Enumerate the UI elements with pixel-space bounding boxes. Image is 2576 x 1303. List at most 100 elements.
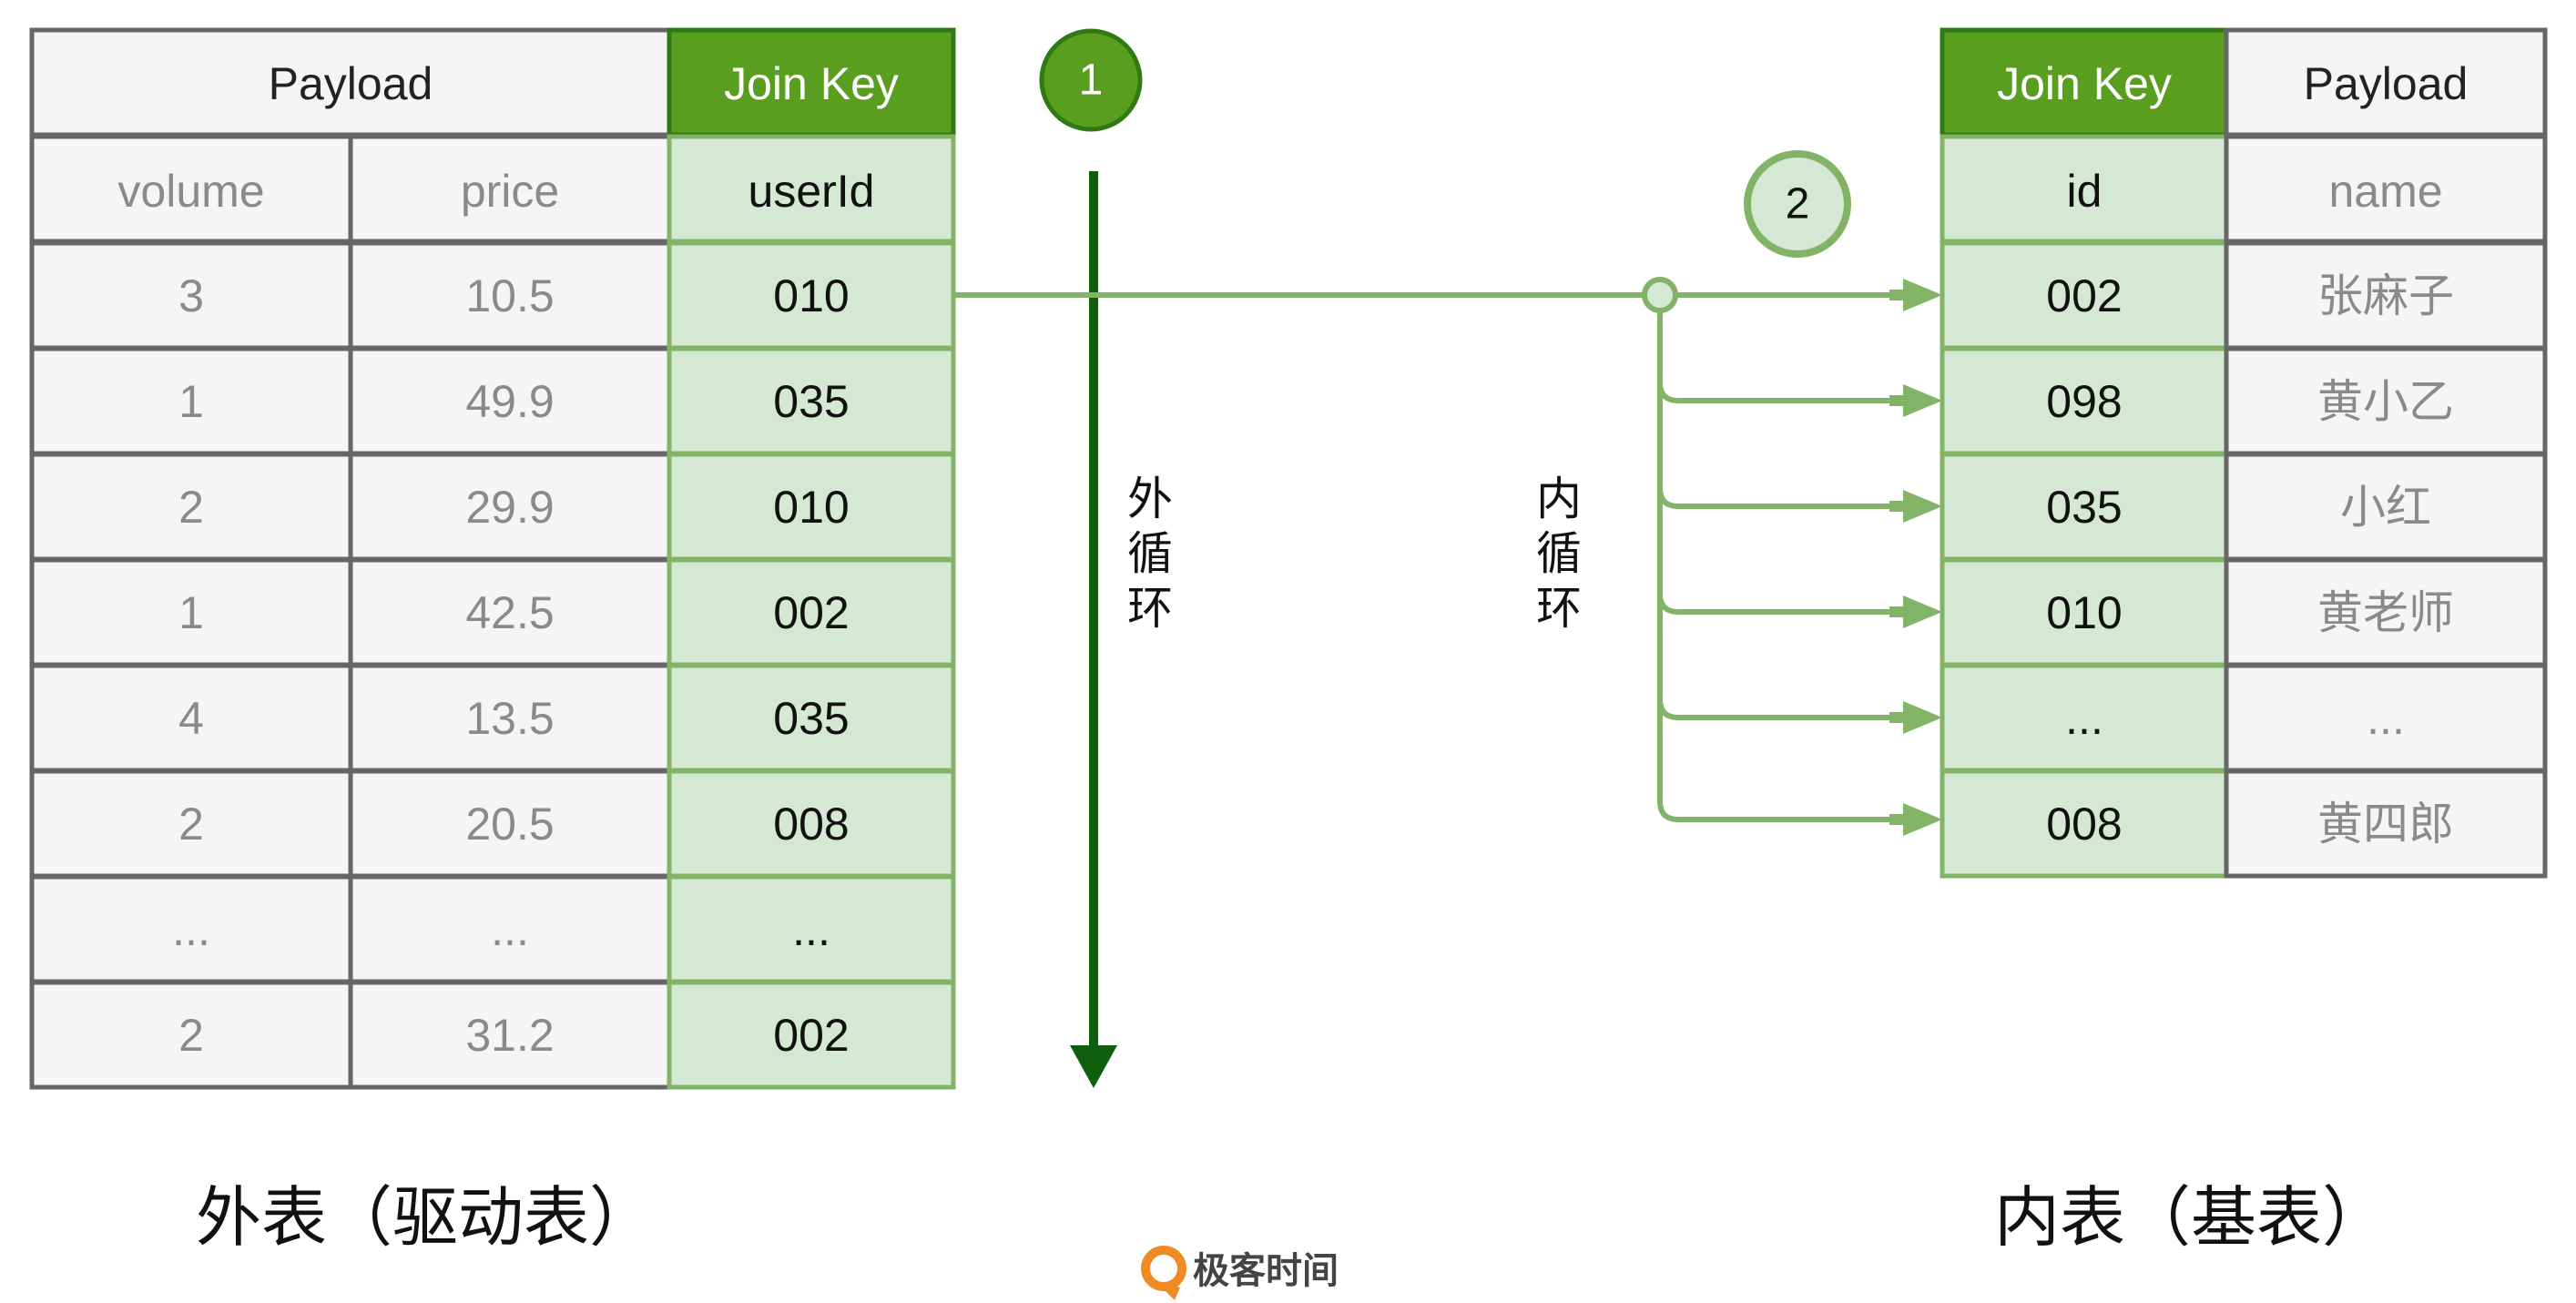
step-1-label: 1 xyxy=(1079,56,1104,105)
inner-loop-char: 循 xyxy=(1536,527,1582,580)
inner-loop-char: 环 xyxy=(1536,582,1582,635)
outer-row: 1 42.5 002 xyxy=(29,557,956,667)
outer-col-volume: volume xyxy=(117,166,264,217)
outer-row: 3 10.5 010 xyxy=(29,240,956,351)
arrow-right-icon xyxy=(1903,803,1942,836)
inner-payload-header-cell xyxy=(2224,27,2548,137)
inner-name-cell: 黄老师 xyxy=(2317,587,2454,638)
inner-id-cell: 035 xyxy=(2046,482,2122,533)
inner-name-cell: 黄小乙 xyxy=(2317,376,2454,427)
outer-payload-header-cell xyxy=(29,27,672,137)
outer-join-key-header-cell xyxy=(667,27,956,137)
inner-row: ... ... xyxy=(1940,663,2548,773)
outer-userid-cell: 002 xyxy=(773,1010,849,1061)
fanout-branch xyxy=(1657,382,1889,403)
outer-userid-cell: ... xyxy=(792,904,830,955)
outer-row: ... ... ... xyxy=(29,874,956,984)
outer-price-cell: 31.2 xyxy=(465,1010,554,1061)
outer-volume-cell: 1 xyxy=(178,587,204,638)
outer-loop-char: 环 xyxy=(1127,582,1173,635)
inner-name-cell: 黄四郎 xyxy=(2317,799,2454,850)
inner-table-caption: 内表（基表） xyxy=(1994,1179,2388,1256)
step-2-label: 2 xyxy=(1786,180,1810,229)
step-2-marker: 2 xyxy=(1744,150,1851,258)
outer-col-price: price xyxy=(461,166,559,217)
arrow-right-icon xyxy=(1903,279,1942,311)
fanout-branch xyxy=(1657,698,1889,720)
inner-row: 008 黄四郎 xyxy=(1940,769,2548,879)
outer-volume-cell: 2 xyxy=(178,482,204,533)
arrow-down-icon xyxy=(1070,1045,1117,1088)
inner-name-cell: 小红 xyxy=(2340,482,2431,533)
inner-name-cell: ... xyxy=(2367,693,2405,744)
arrow-right-icon xyxy=(1903,701,1942,734)
inner-column-headers: id name xyxy=(1940,134,2548,244)
inner-name-cell: 张麻子 xyxy=(2317,270,2454,321)
outer-price-cell: 20.5 xyxy=(465,799,554,850)
outer-volume-cell: 4 xyxy=(178,693,204,744)
outer-table-caption: 外表（驱动表） xyxy=(196,1179,655,1256)
outer-loop-char: 外 xyxy=(1127,473,1173,525)
join-connector xyxy=(953,277,1942,836)
outer-row: 1 49.9 035 xyxy=(29,346,956,456)
inner-id-cell: 010 xyxy=(2046,587,2122,638)
inner-join-key-header-cell xyxy=(1940,27,2229,137)
inner-table: Join Key Payload id name 002 张麻子 098 黄小乙… xyxy=(1940,27,2548,879)
outer-join-key-header: Join Key xyxy=(724,58,899,109)
outer-price-cell: 13.5 xyxy=(465,693,554,744)
step-1-circle xyxy=(1039,28,1143,132)
inner-id-cell: 008 xyxy=(2046,799,2122,850)
outer-userid-cell: 035 xyxy=(773,376,849,427)
inner-id-cell: 002 xyxy=(2046,270,2122,321)
outer-userid-cell: 008 xyxy=(773,799,849,850)
inner-id-cell: 098 xyxy=(2046,376,2122,427)
outer-userid-cell: 002 xyxy=(773,587,849,638)
inner-join-key-header: Join Key xyxy=(1997,58,2172,109)
outer-volume-cell: 3 xyxy=(178,270,204,321)
outer-row: 2 20.5 008 xyxy=(29,769,956,879)
outer-price-cell: 42.5 xyxy=(465,587,554,638)
inner-row: 002 张麻子 xyxy=(1940,240,2548,351)
fanout-branch xyxy=(1657,487,1889,509)
outer-userid-cell: 010 xyxy=(773,270,849,321)
outer-price-cell: 10.5 xyxy=(465,270,554,321)
outer-loop-label: 外 循 环 xyxy=(1127,473,1173,635)
logo-icon xyxy=(1141,1246,1186,1300)
step-1-marker: 1 xyxy=(1039,28,1143,132)
inner-col-name: name xyxy=(2328,166,2442,217)
inner-row: 098 黄小乙 xyxy=(1940,346,2548,456)
inner-loop-label: 内 循 环 xyxy=(1536,473,1582,635)
inner-row: 035 小红 xyxy=(1940,452,2548,562)
inner-loop-char: 内 xyxy=(1536,473,1582,525)
brand-logo: 极客时间 xyxy=(1141,1246,1339,1300)
fanout-trunk xyxy=(1657,295,1889,822)
outer-column-headers: volume price userId xyxy=(29,134,956,244)
outer-price-cell: 49.9 xyxy=(465,376,554,427)
outer-userid-cell: 010 xyxy=(773,482,849,533)
outer-userid-cell: 035 xyxy=(773,693,849,744)
inner-payload-header: Payload xyxy=(2304,58,2469,109)
outer-volume-cell: 2 xyxy=(178,799,204,850)
outer-price-cell: 29.9 xyxy=(465,482,554,533)
outer-payload-header: Payload xyxy=(269,58,433,109)
outer-row: 2 31.2 002 xyxy=(29,980,956,1090)
outer-price-cell: ... xyxy=(491,904,529,955)
outer-col-userid: userId xyxy=(748,166,875,217)
outer-loop-char: 循 xyxy=(1127,527,1173,580)
arrow-right-icon xyxy=(1903,596,1942,628)
outer-table: Payload Join Key volume price userId 3 1… xyxy=(29,27,956,1090)
outer-volume-cell: ... xyxy=(172,904,210,955)
logo-text: 极客时间 xyxy=(1193,1250,1339,1292)
fanout-branch xyxy=(1657,593,1889,615)
outer-volume-cell: 2 xyxy=(178,1010,204,1061)
outer-volume-cell: 1 xyxy=(178,376,204,427)
inner-col-id: id xyxy=(2067,166,2103,217)
outer-row: 2 29.9 010 xyxy=(29,452,956,562)
step-2-circle xyxy=(1744,150,1851,258)
outer-loop-arrow xyxy=(1070,171,1117,1088)
inner-row: 010 黄老师 xyxy=(1940,557,2548,667)
arrow-right-icon xyxy=(1903,384,1942,417)
junction-node xyxy=(1642,277,1678,313)
inner-id-cell: ... xyxy=(2065,693,2103,744)
